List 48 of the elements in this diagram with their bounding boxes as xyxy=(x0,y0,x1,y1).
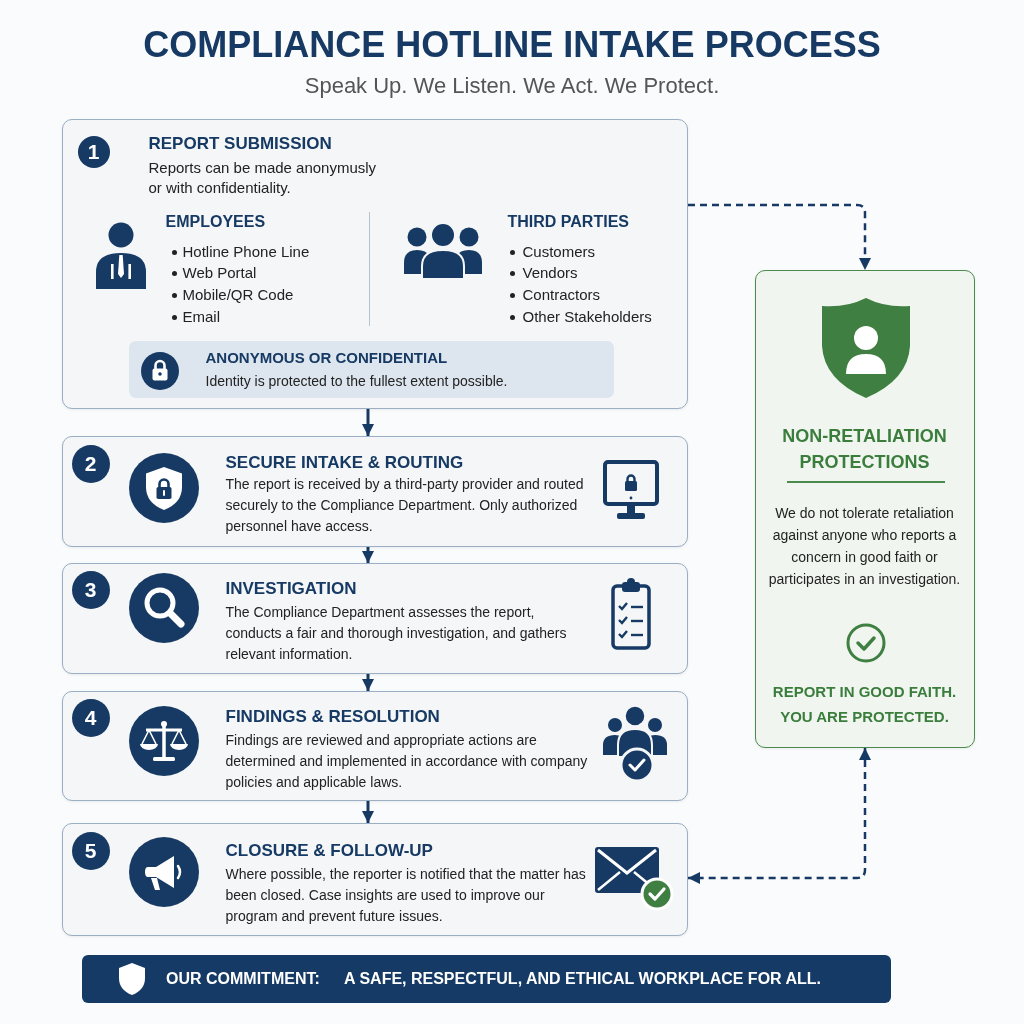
arrow xyxy=(362,674,374,691)
commitment-text: A SAFE, RESPECTFUL, AND ETHICAL WORKPLACE FOR ALL. xyxy=(344,969,822,989)
step-heading: SECURE INTAKE & ROUTING xyxy=(225,452,464,473)
step-heading: REPORT SUBMISSION xyxy=(148,133,332,154)
list-item: Vendors xyxy=(522,262,578,283)
column-heading: EMPLOYEES xyxy=(165,211,266,232)
arrow xyxy=(362,409,374,436)
step-card xyxy=(62,691,688,801)
step-card xyxy=(62,436,688,547)
step-card xyxy=(62,563,688,674)
protection-panel xyxy=(755,270,975,748)
step-number-badge: 4 xyxy=(71,698,110,737)
subtitle: Speak Up. We Listen. We Act. We Protect. xyxy=(304,73,720,99)
step-description: The Compliance Department assesses the report, conducts a fair and thorough investigation, and gathers relevant information. xyxy=(225,602,568,664)
step-number-badge: 5 xyxy=(71,831,110,870)
list-item: Contractors xyxy=(522,284,601,305)
list-item: Web Portal xyxy=(182,262,257,283)
commitment-banner xyxy=(82,955,891,1003)
commitment-label: OUR COMMITMENT: xyxy=(166,969,320,989)
step-heading: CLOSURE & FOLLOW-UP xyxy=(225,840,433,861)
step-heading: INVESTIGATION xyxy=(225,578,357,599)
step-card xyxy=(62,119,688,409)
panel-text: We do not tolerate retaliation against anyone who reports a concern in good faith or participates in an investigation. xyxy=(767,503,962,589)
step-heading: FINDINGS & RESOLUTION xyxy=(225,706,440,727)
column-heading: THIRD PARTIES xyxy=(507,211,629,232)
title: COMPLIANCE HOTLINE INTAKE PROCESS xyxy=(143,25,881,65)
arrow xyxy=(362,547,374,563)
panel-heading: NON-RETALIATION PROTECTIONS xyxy=(781,424,948,474)
banner-text: Identity is protected to the fullest extent possible. xyxy=(205,371,508,390)
step-description: The report is received by a third-party provider and routed securely to the Compliance Department. Only authorized personnel have access. xyxy=(225,474,585,536)
step-card xyxy=(62,823,688,936)
info-banner xyxy=(128,340,614,398)
banner-heading: ANONYMOUS OR CONFIDENTIAL xyxy=(205,348,448,367)
panel-tagline: REPORT IN GOOD FAITH. YOU ARE PROTECTED. xyxy=(771,681,958,727)
list-item: Other Stakeholders xyxy=(522,306,652,327)
step-description: Reports can be made anonymusly or with confidentiality. xyxy=(148,157,378,198)
step-description: Findings are reviewed and appropriate actions are determined and implemented in accordance with company policies and applicable laws. xyxy=(225,730,588,792)
dashed-arrow xyxy=(688,748,871,884)
list-item: Mobile/QR Code xyxy=(182,284,294,305)
step-number-badge: 3 xyxy=(71,570,110,609)
step-number-badge: 1 xyxy=(77,135,110,168)
arrow xyxy=(362,801,374,823)
list-item: Customers xyxy=(522,241,596,262)
dashed-arrow xyxy=(688,203,871,270)
list-item: Hotline Phone Line xyxy=(182,241,310,262)
step-number-badge: 2 xyxy=(71,444,110,483)
list-item: Email xyxy=(182,306,220,327)
step-description: Where possible, the reporter is notified that the matter has been closed. Case insights are used to improve our program and prevent future issues. xyxy=(225,864,587,926)
